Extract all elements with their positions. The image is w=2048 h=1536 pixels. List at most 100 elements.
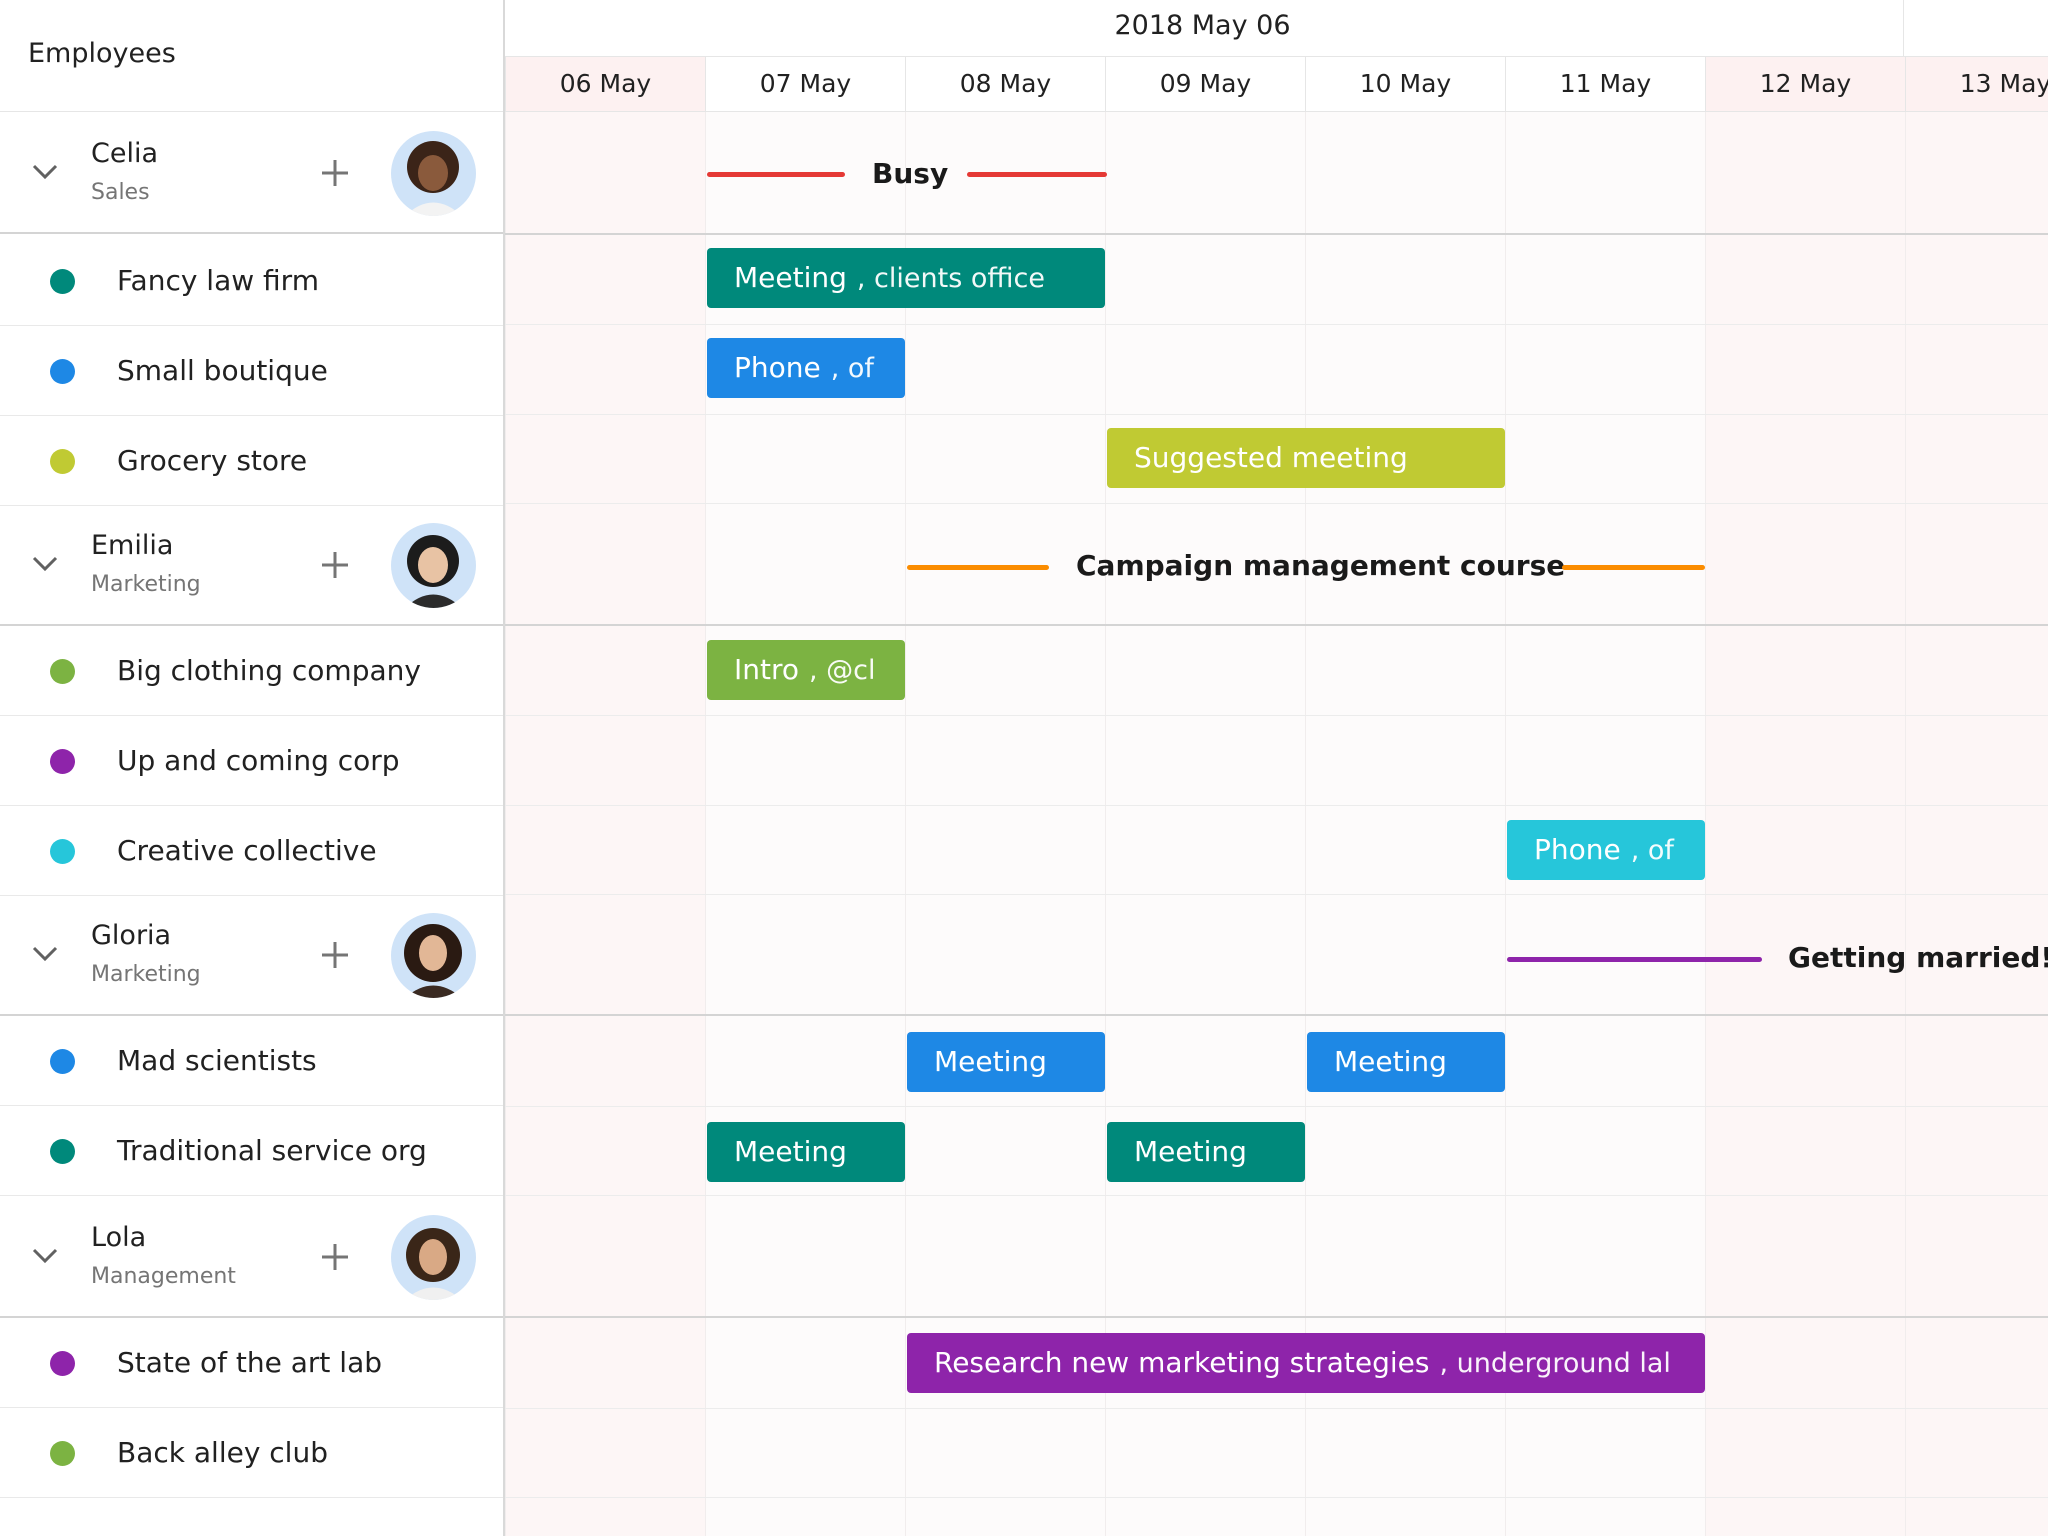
course-label[interactable]: Campaign management course (1076, 549, 1566, 582)
add-icon[interactable] (318, 938, 352, 972)
event-research[interactable]: Research new marketing strategies , under… (907, 1333, 1705, 1393)
row-divider (505, 715, 2048, 716)
day-column[interactable] (905, 112, 1105, 1536)
employee-row-lola[interactable]: Lola Management (0, 1196, 503, 1318)
event-location: , of (830, 353, 874, 384)
employees-header: Employees (0, 0, 503, 112)
row-divider (505, 1014, 2048, 1016)
add-icon[interactable] (318, 1240, 352, 1274)
day-header[interactable]: 06 May (505, 56, 705, 112)
day-header[interactable]: 13 May (1905, 56, 2048, 112)
resource-dot (50, 1049, 75, 1074)
chevron-down-icon[interactable] (30, 548, 60, 578)
event-title: Meeting (1134, 1135, 1247, 1168)
add-icon[interactable] (318, 156, 352, 190)
event-title: Research new marketing strategies (934, 1346, 1430, 1379)
row-divider (505, 324, 2048, 325)
row-divider (505, 1316, 2048, 1318)
resource-row[interactable]: State of the art lab (0, 1318, 503, 1408)
event-location: , clients office (856, 263, 1045, 294)
employee-dept: Sales (91, 180, 150, 205)
add-icon[interactable] (318, 548, 352, 582)
chevron-down-icon[interactable] (30, 156, 60, 186)
event-phone[interactable]: Phone, of (1507, 820, 1705, 880)
employee-dept: Marketing (91, 572, 201, 597)
resource-dot (50, 1139, 75, 1164)
event-meeting[interactable]: Meeting, clients office (707, 248, 1105, 308)
resource-dot (50, 659, 75, 684)
busy-label[interactable]: Busy (872, 157, 949, 190)
resource-row[interactable]: Small boutique (0, 326, 503, 416)
day-column[interactable] (1705, 112, 1905, 1536)
resource-row[interactable]: Big clothing company (0, 626, 503, 716)
employee-name: Emilia (91, 530, 174, 561)
row-divider (505, 503, 2048, 504)
resource-dot (50, 1441, 75, 1466)
day-column[interactable] (1105, 112, 1305, 1536)
resource-label: Grocery store (117, 444, 308, 477)
event-meeting[interactable]: Meeting (907, 1032, 1105, 1092)
chevron-down-icon[interactable] (30, 1240, 60, 1270)
employee-row-celia[interactable]: Celia Sales (0, 112, 503, 234)
resource-row[interactable]: Creative collective (0, 806, 503, 896)
day-header[interactable]: 09 May (1105, 56, 1305, 112)
row-divider (505, 894, 2048, 895)
resource-row[interactable]: Back alley club (0, 1408, 503, 1498)
event-title: Meeting (734, 1135, 847, 1168)
row-divider (505, 1408, 2048, 1409)
day-header[interactable]: 10 May (1305, 56, 1505, 112)
resource-label: Big clothing company (117, 654, 421, 687)
married-line (1507, 957, 1762, 962)
row-divider (505, 1106, 2048, 1107)
month-label: 2018 May 06 (1114, 10, 1291, 41)
resource-row[interactable]: Traditional service org (0, 1106, 503, 1196)
event-meeting[interactable]: Meeting (707, 1122, 905, 1182)
employee-name: Celia (91, 138, 159, 169)
resource-label: Creative collective (117, 834, 377, 867)
event-meeting[interactable]: Meeting (1107, 1122, 1305, 1182)
resource-label: Small boutique (117, 354, 328, 387)
day-column[interactable] (705, 112, 905, 1536)
event-title: Suggested meeting (1134, 441, 1408, 474)
course-line-left (907, 565, 1049, 570)
timeline-grid[interactable]: 2018 May 06 06 May 07 May 08 May 09 May … (505, 0, 2048, 1536)
employee-row-gloria[interactable]: Gloria Marketing (0, 894, 503, 1016)
day-header[interactable]: 08 May (905, 56, 1105, 112)
resource-dot (50, 359, 75, 384)
resource-row[interactable]: Mad scientists (0, 1016, 503, 1106)
resource-dot (50, 749, 75, 774)
resource-row[interactable]: Grocery store (0, 416, 503, 506)
avatar (391, 131, 476, 216)
day-column[interactable] (1305, 112, 1505, 1536)
employee-row-emilia[interactable]: Emilia Marketing (0, 504, 503, 626)
resource-row[interactable]: Up and coming corp (0, 716, 503, 806)
day-header[interactable]: 07 May (705, 56, 905, 112)
resource-dot (50, 839, 75, 864)
event-suggested-meeting[interactable]: Suggested meeting (1107, 428, 1505, 488)
married-label[interactable]: Getting married! (1788, 941, 2048, 974)
resource-dot (50, 269, 75, 294)
event-location: , underground lal (1439, 1348, 1671, 1379)
row-divider (505, 1195, 2048, 1196)
event-intro[interactable]: Intro, @cl (707, 640, 905, 700)
header-divider (1903, 0, 1904, 56)
event-meeting[interactable]: Meeting (1307, 1032, 1505, 1092)
resource-dot (50, 449, 75, 474)
event-phone[interactable]: Phone, of (707, 338, 905, 398)
chevron-down-icon[interactable] (30, 938, 60, 968)
timeline-header: 2018 May 06 06 May 07 May 08 May 09 May … (505, 0, 2048, 112)
resource-label: Up and coming corp (117, 744, 400, 777)
resource-row[interactable]: Fancy law firm (0, 236, 503, 326)
resource-label: Back alley club (117, 1436, 328, 1469)
day-column[interactable] (1905, 112, 2048, 1536)
employees-panel: Employees Celia Sales Fancy law firm Sma… (0, 0, 505, 1536)
busy-line-left (707, 172, 845, 177)
day-column[interactable] (505, 112, 705, 1536)
resource-label: State of the art lab (117, 1346, 383, 1379)
employee-dept: Marketing (91, 962, 201, 987)
day-header[interactable]: 11 May (1505, 56, 1705, 112)
day-header[interactable]: 12 May (1705, 56, 1905, 112)
resource-label: Traditional service org (117, 1134, 427, 1167)
resource-label: Mad scientists (117, 1044, 317, 1077)
avatar (391, 1215, 476, 1300)
